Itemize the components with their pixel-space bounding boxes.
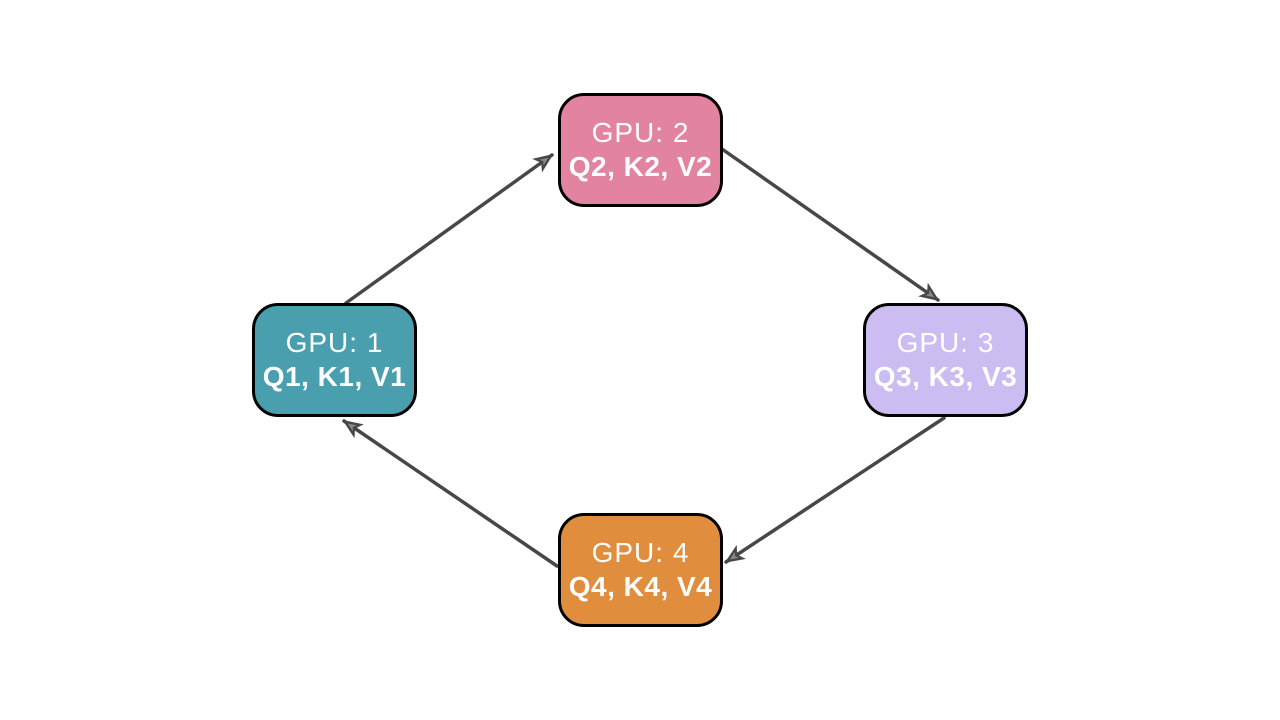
gpu-3-payload: Q3, K3, V3 xyxy=(873,361,1018,392)
node-gpu-4: GPU: 4 Q4, K4, V4 xyxy=(558,513,723,627)
gpu-3-title: GPU: 3 xyxy=(896,326,995,358)
node-gpu-2: GPU: 2 Q2, K2, V2 xyxy=(558,93,723,207)
arrow-gpu2-to-gpu3 xyxy=(720,147,940,302)
node-gpu-1: GPU: 1 Q1, K1, V1 xyxy=(252,303,417,417)
gpu-1-payload: Q1, K1, V1 xyxy=(262,361,407,392)
node-gpu-3: GPU: 3 Q3, K3, V3 xyxy=(863,303,1028,417)
arrow-gpu1-to-gpu2 xyxy=(344,153,554,305)
gpu-2-title: GPU: 2 xyxy=(591,116,690,148)
gpu-2-payload: Q2, K2, V2 xyxy=(568,151,713,182)
gpu-4-title: GPU: 4 xyxy=(591,536,690,568)
gpu-4-payload: Q4, K4, V4 xyxy=(568,571,713,602)
gpu-1-title: GPU: 1 xyxy=(285,326,384,358)
arrow-gpu4-to-gpu1 xyxy=(342,419,559,568)
arrow-gpu3-to-gpu4 xyxy=(724,416,946,564)
